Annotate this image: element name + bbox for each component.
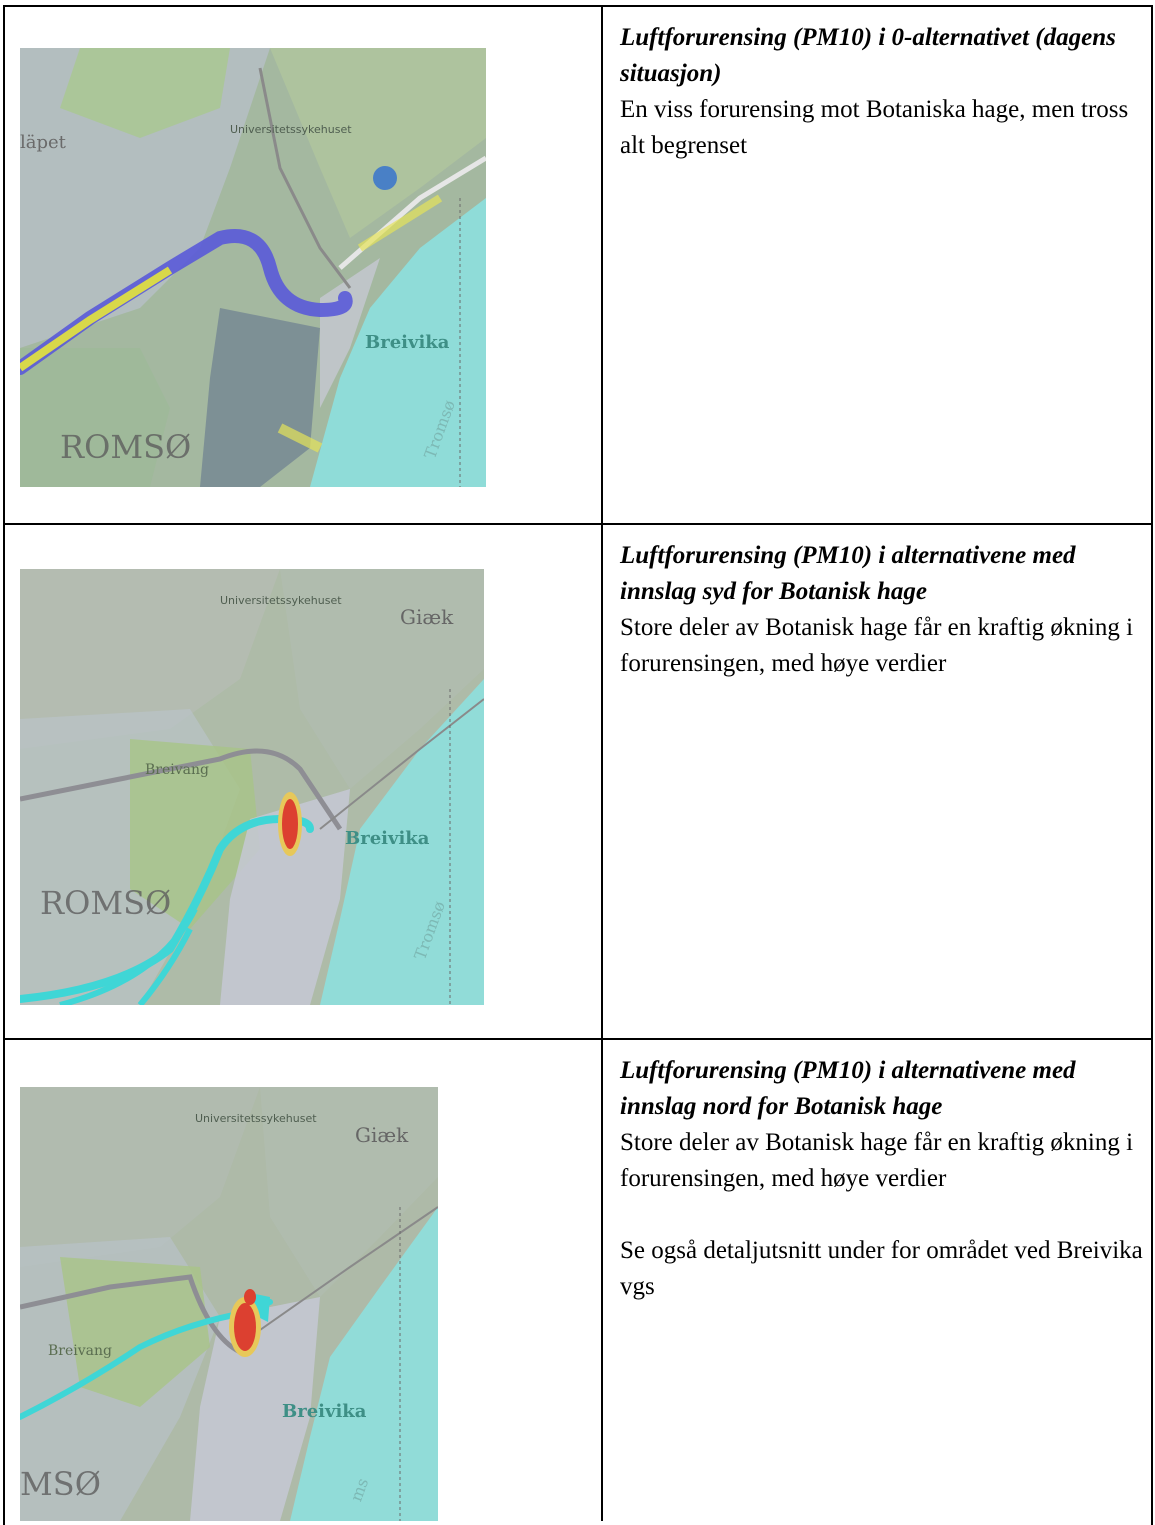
row-2-title: Luftforurensing (PM10) i alternativene m… <box>620 542 1076 605</box>
map-north-alternative: Breivika MSØ Giæk Universitetssykehuset … <box>20 1087 438 1521</box>
map-label-breivang: Breivang <box>145 762 209 778</box>
map-label-tromso-city: ROMSØ <box>40 884 171 922</box>
map-label-lapet: läpet <box>20 132 67 153</box>
table-row-divider <box>3 1038 1153 1040</box>
row-1-title: Luftforurensing (PM10) i 0-alternativet … <box>620 24 1116 87</box>
map-label-hospital: Universitetssykehuset <box>195 1112 317 1125</box>
map-label-tromso-city: MSØ <box>20 1465 101 1503</box>
map-0-alternative: Breivika ROMSØ Universitetssykehuset läp… <box>20 48 486 487</box>
row-3-text: Luftforurensing (PM10) i alternativene m… <box>620 1053 1145 1305</box>
row-1-description: En viss forurensing mot Botaniska hage, … <box>620 96 1129 159</box>
row-2-description: Store deler av Botanisk hage får en kraf… <box>620 614 1134 677</box>
table-column-divider <box>601 5 603 1521</box>
table-row-divider <box>3 523 1153 525</box>
row-3-note: Se også detaljutsnitt under for området … <box>620 1237 1143 1300</box>
map-label-breivika: Breivika <box>282 1401 367 1422</box>
map-label-hospital: Universitetssykehuset <box>230 123 352 136</box>
table-border-top <box>3 5 1153 7</box>
map-label-giaek: Giæk <box>355 1123 409 1147</box>
row-3-description: Store deler av Botanisk hage får en kraf… <box>620 1129 1134 1192</box>
map-label-hospital: Universitetssykehuset <box>220 594 342 607</box>
map-label-breivika: Breivika <box>365 332 450 353</box>
map-label-giaek: Giæk <box>400 605 454 629</box>
row-1-text: Luftforurensing (PM10) i 0-alternativet … <box>620 20 1145 164</box>
row-3-title: Luftforurensing (PM10) i alternativene m… <box>620 1057 1076 1120</box>
map-label-breivika: Breivika <box>345 828 430 849</box>
map-label-tromso-city: ROMSØ <box>60 428 191 466</box>
row-2-text: Luftforurensing (PM10) i alternativene m… <box>620 538 1145 682</box>
map-label-breivang: Breivang <box>48 1343 112 1359</box>
map-south-alternative: Breivika ROMSØ Giæk Universitetssykehuse… <box>20 569 484 1005</box>
